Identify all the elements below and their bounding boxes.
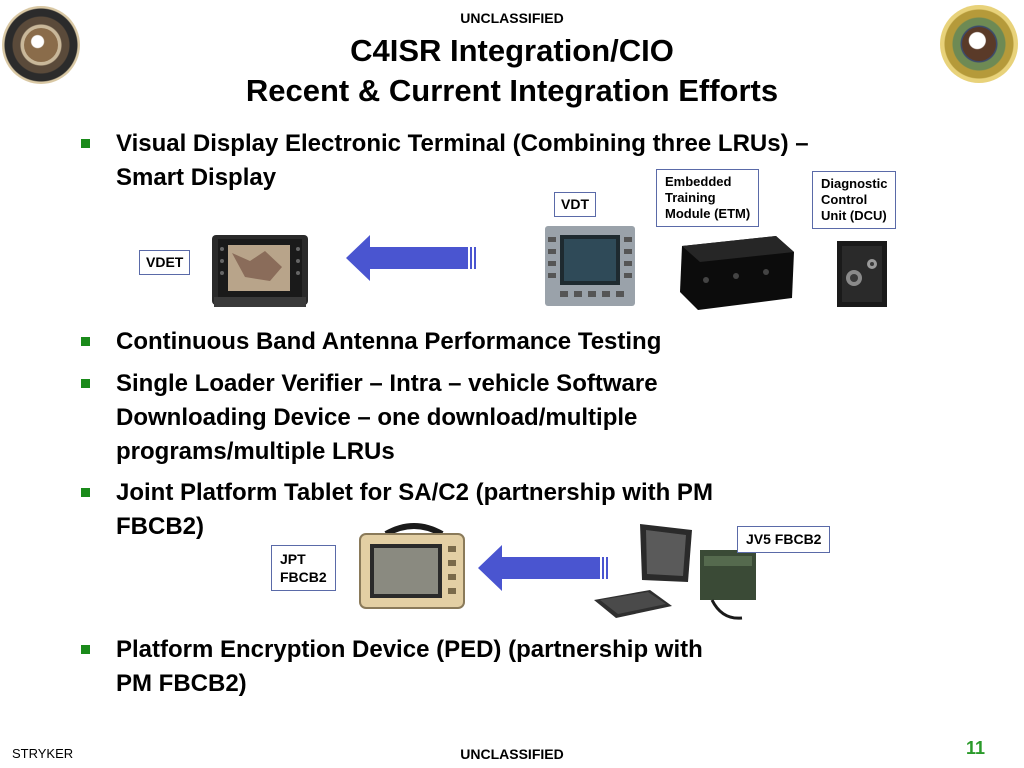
- bullet-vdet: Visual Display Electronic Terminal (Comb…: [116, 127, 809, 195]
- jv5-computer-image: [592, 520, 760, 622]
- bullet-marker: [81, 645, 90, 654]
- bullet-marker: [81, 337, 90, 346]
- slide-subtitle: Recent & Current Integration Efforts: [245, 73, 779, 108]
- bullet-line: Platform Encryption Device (PED) (partne…: [116, 636, 703, 663]
- bullet-line: FBCB2): [116, 513, 204, 540]
- bullet-line: Downloading Device – one download/multip…: [116, 404, 638, 431]
- dcu-label-line: Unit (DCU): [821, 208, 887, 223]
- peo-seal-icon: [2, 6, 80, 84]
- etm-label-line: Embedded: [665, 174, 732, 189]
- bullet-line: Smart Display: [116, 164, 277, 191]
- vdt-device-image: [544, 225, 636, 307]
- etm-device-image: [676, 232, 798, 312]
- bullet-line: Joint Platform Tablet for SA/C2 (partner…: [116, 479, 713, 506]
- jpt-label: JPT FBCB2: [271, 545, 336, 591]
- dcu-label: Diagnostic Control Unit (DCU): [812, 171, 897, 229]
- etm-label: Embedded Training Module (ETM): [656, 169, 760, 227]
- etm-label-line: Training: [665, 190, 716, 205]
- jpt-tablet-image: [356, 520, 472, 612]
- bullet-marker: [81, 488, 90, 497]
- bullet-loader-verifier: Single Loader Verifier – Intra – vehicle…: [116, 367, 658, 469]
- vdet-label: VDET: [139, 250, 191, 275]
- dcu-device-image: [836, 240, 888, 308]
- pm-seal-icon: [940, 5, 1018, 83]
- slide-title: C4ISR Integration/CIO: [350, 33, 674, 68]
- left-arrow-icon: [346, 235, 476, 281]
- bullet-line: Visual Display Electronic Terminal (Comb…: [116, 130, 809, 157]
- bullet-line: Single Loader Verifier – Intra – vehicle…: [116, 370, 658, 397]
- bullet-jpt: Joint Platform Tablet for SA/C2 (partner…: [116, 476, 713, 544]
- vdet-device-image: [210, 233, 310, 309]
- etm-label-line: Module (ETM): [665, 206, 751, 221]
- left-arrow-icon: [478, 545, 608, 591]
- bullet-ped: Platform Encryption Device (PED) (partne…: [116, 633, 703, 701]
- vdt-label: VDT: [554, 192, 596, 217]
- bullet-marker: [81, 139, 90, 148]
- bullet-line: Continuous Band Antenna Performance Test…: [116, 328, 662, 355]
- jpt-label-line: JPT: [280, 551, 306, 567]
- jv5-label: JV5 FBCB2: [737, 526, 831, 553]
- bullet-line: programs/multiple LRUs: [116, 438, 395, 465]
- bullet-antenna: Continuous Band Antenna Performance Test…: [116, 325, 661, 359]
- classification-bottom: UNCLASSIFIED: [460, 746, 564, 762]
- bullet-marker: [81, 379, 90, 388]
- footer-program-name: STRYKER: [12, 746, 74, 761]
- page-number: 11: [966, 738, 986, 758]
- classification-top: UNCLASSIFIED: [460, 10, 564, 26]
- dcu-label-line: Diagnostic: [821, 176, 888, 191]
- dcu-label-line: Control: [821, 192, 868, 207]
- jpt-label-line: FBCB2: [280, 569, 327, 585]
- bullet-line: PM FBCB2): [116, 670, 247, 697]
